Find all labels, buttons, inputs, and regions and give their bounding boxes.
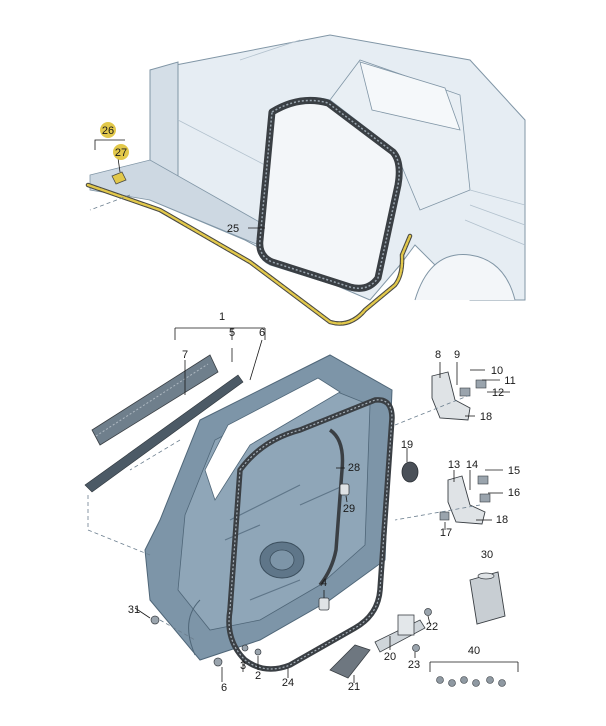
door-opening-seal (256, 97, 403, 292)
clip-29 (339, 483, 350, 496)
leader-lines (94, 139, 519, 683)
callout-3: 3 (240, 660, 246, 672)
callout-8: 8 (435, 349, 441, 361)
lower-hinge (439, 475, 491, 525)
callout-6: 6 (259, 327, 265, 339)
callout-40: 40 (468, 645, 480, 657)
bolts (150, 608, 432, 667)
clip-27 (111, 171, 127, 185)
highlight-marker-26 (100, 122, 116, 138)
highlight-marker-27 (113, 144, 129, 160)
callout-28: 28 (348, 462, 360, 474)
door-seal (226, 397, 395, 672)
callout-7: 7 (182, 349, 188, 361)
callout-27: 27 (115, 147, 127, 159)
callout-21: 21 (348, 681, 360, 693)
callout-10: 10 (491, 365, 503, 377)
callout-18-upper: 18 (480, 411, 492, 423)
sill-seal-strip (85, 182, 413, 326)
callout-6-lower: 6 (221, 682, 227, 694)
callout-31: 31 (128, 604, 140, 616)
callout-29: 29 (343, 503, 355, 515)
screw-set (436, 676, 506, 687)
callout-20: 20 (384, 651, 396, 663)
callout-19: 19 (401, 439, 413, 451)
channel-seal-28 (318, 428, 345, 587)
sealant-can (469, 571, 506, 625)
callout-1: 1 (219, 311, 225, 323)
callout-17: 17 (440, 527, 452, 539)
assembly-guides (87, 194, 481, 641)
car-body-shell (89, 34, 526, 301)
callout-26: 26 (102, 125, 114, 137)
callout-23: 23 (408, 659, 420, 671)
callout-4: 4 (321, 577, 327, 589)
callout-2: 2 (255, 670, 261, 682)
callout-13: 13 (448, 459, 460, 471)
seal-plug-19 (401, 461, 419, 483)
callout-9: 9 (454, 349, 460, 361)
door-check-strap (374, 614, 426, 653)
callout-24: 24 (282, 677, 294, 689)
callout-30: 30 (481, 549, 493, 561)
callout-12: 12 (492, 387, 504, 399)
trim-piece-21 (329, 644, 371, 679)
callout-18-lower: 18 (496, 514, 508, 526)
callout-5: 5 (229, 327, 235, 339)
upper-hinge (431, 371, 487, 421)
callout-16: 16 (508, 487, 520, 499)
callout-22: 22 (426, 621, 438, 633)
window-seal-strips (84, 354, 244, 493)
callout-11: 11 (504, 375, 515, 387)
plug-4 (318, 597, 330, 611)
callout-15: 15 (508, 465, 520, 477)
callout-labels: 26 27 25 1 7 5 6 8 9 10 11 12 18 19 13 1… (100, 122, 520, 694)
callout-25: 25 (227, 223, 239, 235)
callout-14: 14 (466, 459, 478, 471)
